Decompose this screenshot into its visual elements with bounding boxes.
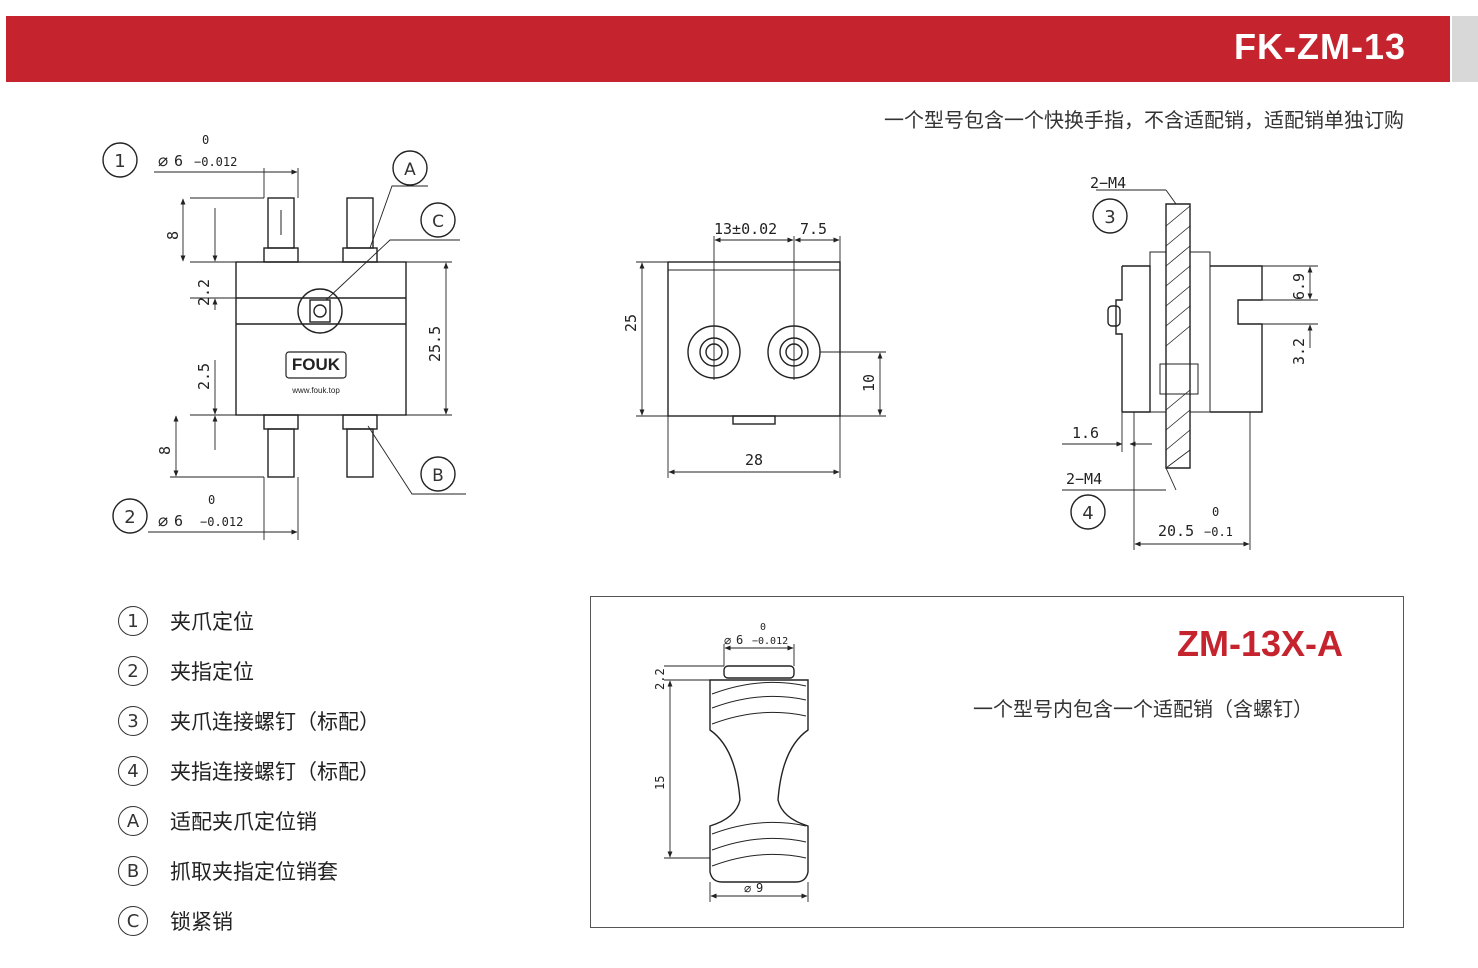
acc-dia-bottom-symbol: ⌀: [744, 881, 751, 895]
legend-text: 适配夹爪定位销: [170, 810, 317, 834]
top-pin-right: [346, 197, 374, 249]
dim-top-pin: 8: [164, 231, 182, 240]
logo-url: www.fouk.top: [291, 386, 340, 395]
legend-item: 1 夹爪定位: [118, 596, 380, 646]
side-view-labels: 13±0.02 7.5 25 10 28: [622, 220, 878, 469]
acc-dia-top: 6: [736, 633, 743, 647]
legend-item: B 抓取夹指定位销套: [118, 846, 380, 896]
section-view-labels: 2−M4 3 6.9 3.2 1.6 2−M4 4 20.5 0 −0.1: [1066, 174, 1308, 540]
header-side-tab: [1452, 16, 1478, 82]
callout-3-label: 3: [1104, 207, 1115, 228]
acc-dia-tol-lower: −0.012: [752, 636, 788, 647]
legend-text: 抓取夹指定位销套: [170, 860, 338, 884]
bottom-pin-right: [346, 428, 374, 478]
callout-a-label: A: [404, 160, 416, 180]
product-model-title: FK-ZM-13: [1234, 26, 1406, 67]
callout-b-label: B: [432, 466, 444, 486]
accessory-box: ZM-13X-A 一个型号内包含一个适配销（含螺钉）: [590, 596, 1404, 928]
legend-item: 4 夹指连接螺钉（标配）: [118, 746, 380, 796]
callout-b-circle: [420, 456, 456, 492]
side-view: [636, 236, 886, 478]
front-view: [102, 142, 466, 540]
acc-dim-top: 2.2: [653, 668, 667, 690]
acc-dia-bottom: 9: [756, 881, 763, 895]
callout-c-circle: [420, 202, 456, 238]
legend-text: 夹指连接螺钉（标配）: [170, 760, 380, 784]
dim-6-9: 6.9: [1290, 273, 1308, 300]
legend-badge: C: [118, 906, 148, 936]
legend-list: 1 夹爪定位 2 夹指定位 3 夹爪连接螺钉（标配） 4 夹指连接螺钉（标配） …: [118, 596, 380, 946]
dia-bottom-value: 6: [174, 512, 183, 530]
dim-front-height: 25.5: [426, 326, 444, 362]
accessory-subtitle: 一个型号内包含一个适配销（含螺钉）: [973, 697, 1313, 721]
dim-hole-offset: 7.5: [800, 220, 827, 238]
dim-bottom-pin: 8: [156, 446, 174, 455]
dim-width-tol-upper: 0: [1212, 505, 1219, 519]
top-pin-collar-left: [263, 247, 299, 263]
callout-1-label: 1: [114, 151, 125, 172]
bottom-pin-left: [267, 428, 295, 478]
top-pin-collar-right: [342, 247, 378, 263]
callout-4-label: 4: [1082, 503, 1093, 524]
legend-text: 夹爪定位: [170, 610, 254, 634]
section-view: [1062, 189, 1318, 550]
dia-top-tol-upper: 0: [202, 133, 209, 147]
callout-2-label: 2: [124, 507, 135, 528]
dim-width-tol-lower: −0.1: [1204, 525, 1233, 539]
legend-text: 锁紧销: [170, 910, 233, 934]
thread-top-label: 2−M4: [1090, 174, 1126, 192]
legend-badge: B: [118, 856, 148, 886]
header-bar: FK-ZM-13: [6, 16, 1450, 82]
accessory-pin-labels: ⌀ 6 0 −0.012 2.2 15 ⌀ 9: [653, 622, 788, 895]
dim-side-width: 28: [745, 451, 763, 469]
callout-a-circle: [392, 150, 428, 186]
dim-side-height: 25: [622, 314, 640, 332]
front-body: [235, 261, 407, 416]
acc-dim-height: 15: [653, 776, 667, 790]
dim-top-gap: 2.2: [195, 279, 213, 306]
legend-badge: 2: [118, 656, 148, 686]
dia-bottom-tol-upper: 0: [208, 493, 215, 507]
acc-dia-symbol: ⌀: [724, 633, 731, 647]
thread-bottom-label: 2−M4: [1066, 470, 1102, 488]
dim-hole-spacing: 13±0.02: [714, 220, 777, 238]
lock-pin-circle: [297, 288, 343, 334]
dia-top-value: 6: [174, 152, 183, 170]
dim-bottom-gap: 2.5: [195, 363, 213, 390]
logo-text: FOUK: [292, 355, 341, 374]
dim-section-width: 20.5: [1158, 522, 1194, 540]
legend-badge: 1: [118, 606, 148, 636]
legend-badge: A: [118, 806, 148, 836]
accessory-title: ZM-13X-A: [1176, 623, 1343, 664]
dia-top-tol-lower: −0.012: [194, 155, 237, 169]
bottom-pin-collar-right: [342, 414, 378, 430]
side-bottom-tab: [732, 415, 776, 425]
side-body: [667, 261, 841, 417]
legend-text: 夹爪连接螺钉（标配）: [170, 710, 380, 734]
legend-item: 2 夹指定位: [118, 646, 380, 696]
legend-item: 3 夹爪连接螺钉（标配）: [118, 696, 380, 746]
dia-bottom-tol-lower: −0.012: [200, 515, 243, 529]
legend-badge: 3: [118, 706, 148, 736]
acc-dia-tol-upper: 0: [760, 622, 766, 633]
legend-item: A 适配夹爪定位销: [118, 796, 380, 846]
product-note: 一个型号包含一个快换手指，不含适配销，适配销单独订购: [884, 108, 1404, 132]
dia-symbol-bottom: ⌀: [158, 511, 168, 531]
front-view-labels: 1 2 A C B ⌀ 6 0 −0.012 ⌀ 6 0 −0.012 8 2.…: [114, 133, 444, 531]
dia-symbol-top: ⌀: [158, 151, 168, 171]
legend-badge: 4: [118, 756, 148, 786]
callout-c-label: C: [432, 212, 444, 232]
dim-1-6: 1.6: [1072, 424, 1099, 442]
bottom-pin-collar-left: [263, 414, 299, 430]
legend-item: C 锁紧销: [118, 896, 380, 946]
dim-hole-height: 10: [860, 374, 878, 392]
dim-3-2: 3.2: [1290, 338, 1308, 365]
legend-text: 夹指定位: [170, 660, 254, 684]
accessory-pin-drawing: [664, 644, 809, 902]
